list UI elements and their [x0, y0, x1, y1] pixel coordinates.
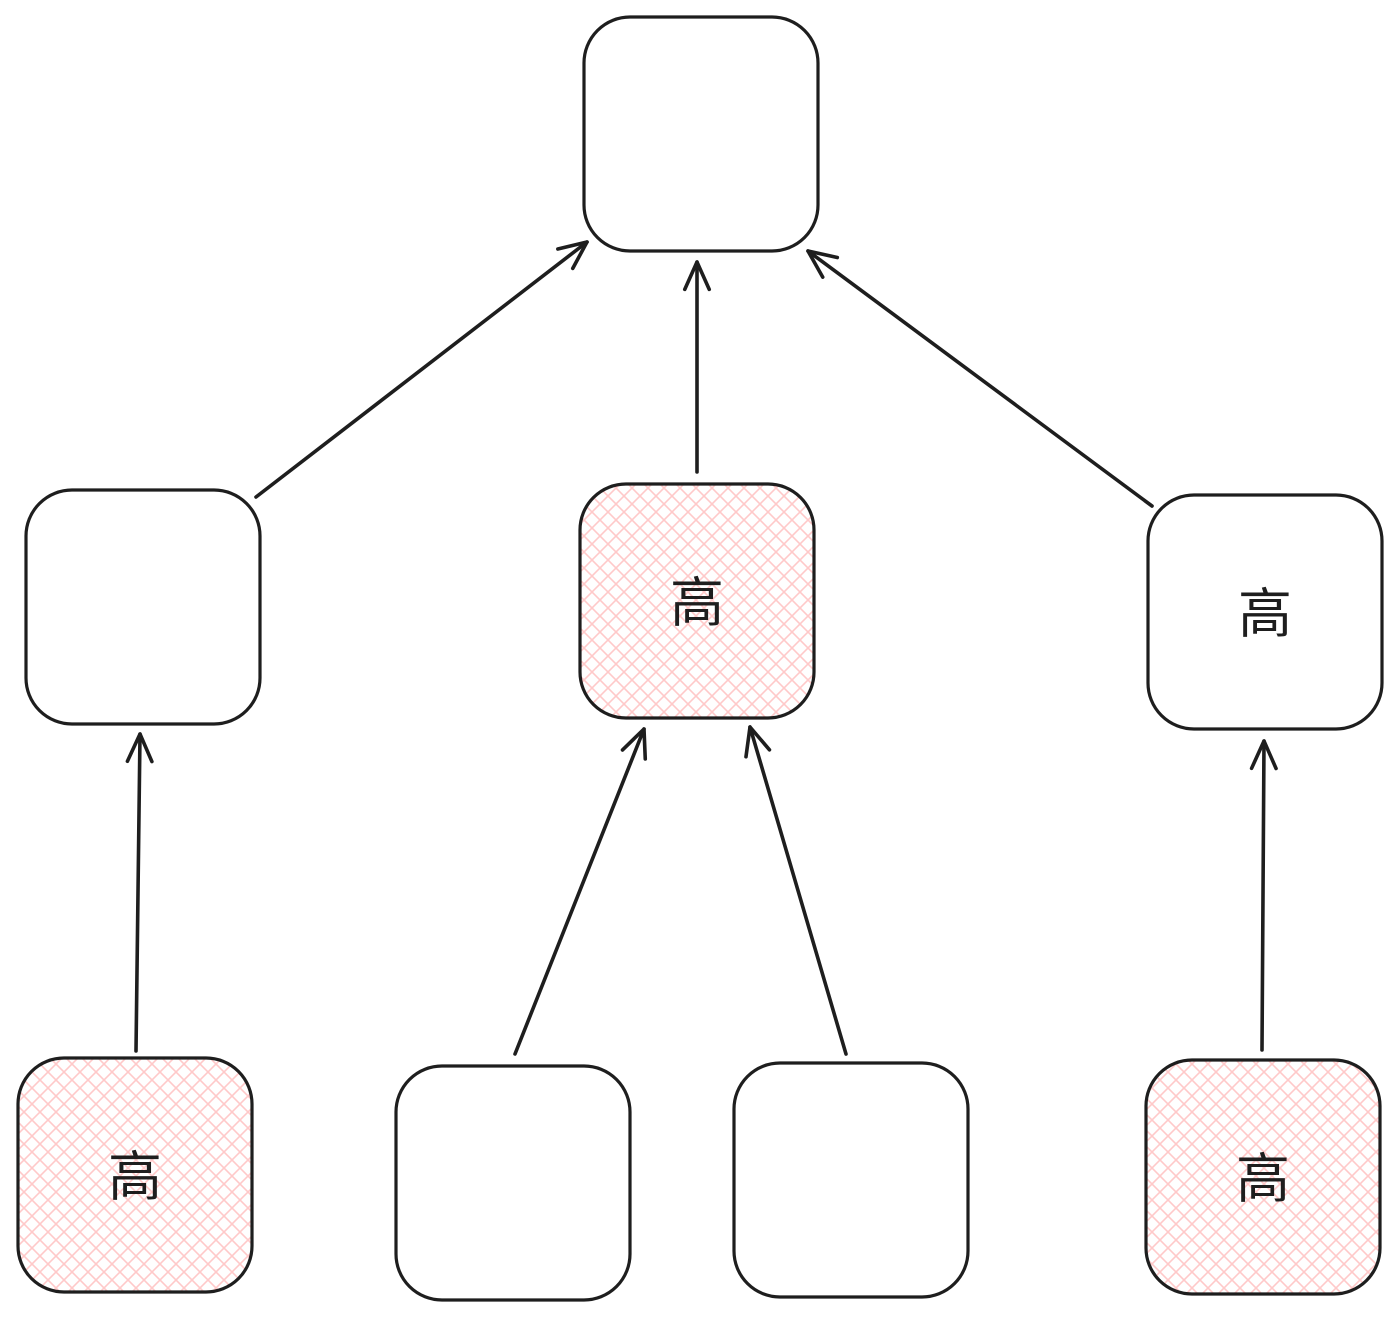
edges-layer — [125, 240, 1278, 1056]
node-box-level1-middle — [578, 482, 816, 720]
edge-line — [513, 727, 646, 1056]
node-level2-right: 高 — [1144, 1058, 1382, 1296]
arrowhead-icon — [744, 725, 772, 759]
edge-line — [806, 249, 1154, 508]
node-level2-middle-right — [732, 1061, 970, 1299]
node-box-level2-right — [1144, 1058, 1382, 1296]
node-level2-middle-left — [394, 1064, 632, 1302]
arrowhead-icon — [125, 732, 154, 764]
edge-level2-right-to-level1-right — [1249, 739, 1278, 1052]
edge-level1-middle-to-root — [682, 260, 712, 474]
arrowhead-icon — [806, 249, 840, 279]
arrowhead-icon — [1249, 739, 1278, 771]
edge-line — [1260, 739, 1266, 1052]
edge-level1-left-to-root — [254, 240, 589, 499]
arrowhead-icon — [682, 260, 712, 292]
edge-level2-left-to-level1-left — [125, 732, 154, 1053]
node-box-root — [582, 15, 820, 253]
node-level1-middle: 高 — [578, 482, 816, 720]
node-label-level2-left: 高 — [108, 1146, 162, 1209]
node-box-level1-right — [1146, 493, 1384, 731]
edge-line — [134, 732, 142, 1053]
node-box-level1-left — [24, 488, 262, 726]
node-level1-right: 高 — [1146, 493, 1384, 731]
node-box-level2-left — [16, 1056, 254, 1294]
edge-line — [254, 240, 589, 499]
arrowhead-icon — [556, 240, 589, 271]
arrowhead-icon — [620, 727, 648, 761]
node-label-level2-right: 高 — [1236, 1148, 1290, 1211]
edge-line — [748, 725, 848, 1056]
node-box-level2-middle-right — [732, 1061, 970, 1299]
node-level1-left — [24, 488, 262, 726]
node-root — [582, 15, 820, 253]
edge-level1-right-to-root — [806, 249, 1154, 508]
node-label-level1-middle: 高 — [670, 572, 724, 635]
node-box-level2-middle-left — [394, 1064, 632, 1302]
node-label-level1-right: 高 — [1238, 583, 1292, 646]
node-level2-left: 高 — [16, 1056, 254, 1294]
nodes-layer: 高高高高 — [16, 15, 1384, 1302]
edge-level2-middle-right-to-level1-middle — [744, 725, 848, 1056]
edge-level2-middle-left-to-level1-middle — [513, 727, 648, 1056]
